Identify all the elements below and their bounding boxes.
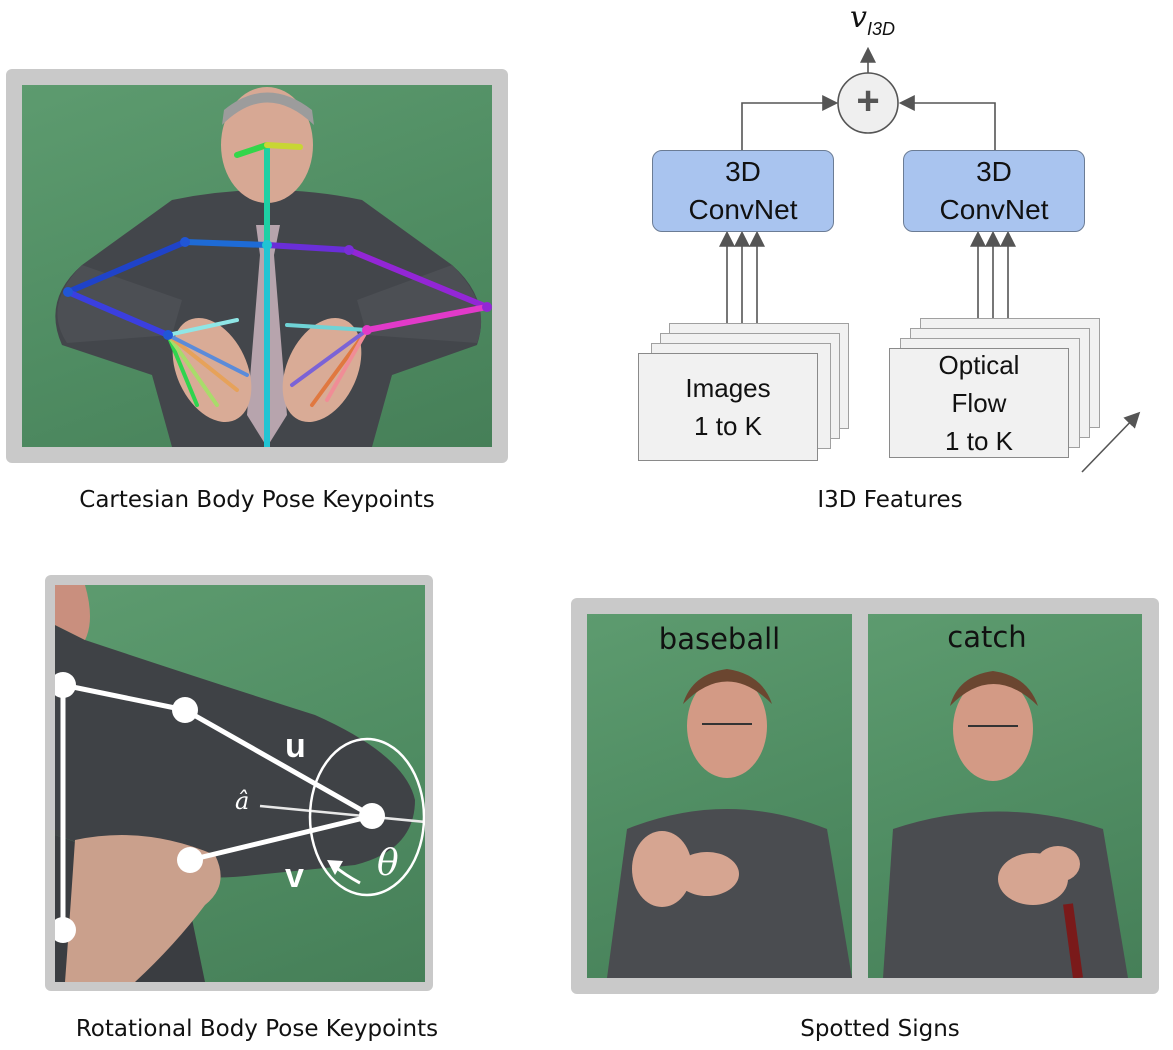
cartesian-pose-image: [22, 85, 492, 447]
sign-frame-baseball: baseball: [587, 614, 852, 978]
signer-catch-illustration: [883, 671, 1128, 978]
signer-pose-illustration: [55, 87, 492, 447]
cartesian-pose-caption: Cartesian Body Pose Keypoints: [79, 487, 435, 513]
sign-label-catch: catch: [947, 620, 1027, 654]
flow-input-line3: 1 to K: [945, 426, 1013, 456]
images-input-line2: 1 to K: [694, 411, 762, 441]
convnet-left-line2: ConvNet: [688, 194, 798, 225]
convnet-box-left: 3D ConvNet: [652, 150, 834, 232]
vector-v-label: v: [285, 857, 304, 895]
sign-frame-catch: catch: [868, 614, 1142, 978]
output-symbol: vI3D: [850, 0, 895, 39]
theta-label: θ: [377, 843, 399, 884]
i3d-caption: I3D Features: [817, 487, 963, 513]
images-input-line1: Images: [685, 373, 771, 403]
i3d-connectors: [719, 46, 1141, 473]
convnet-left-line1: 3D: [725, 156, 761, 187]
optical-flow-input-box: Optical Flow 1 to K: [889, 348, 1069, 458]
flow-input-line2: Flow: [951, 388, 1007, 418]
images-input-box: Images 1 to K: [638, 353, 818, 461]
flow-input-line1: Optical: [938, 350, 1020, 380]
sign-label-baseball: baseball: [658, 622, 781, 656]
rotational-pose-image: u v â θ: [55, 585, 425, 982]
arm-closeup-illustration: [55, 585, 425, 982]
signer-baseball-illustration: [607, 669, 852, 978]
i3d-diagram: vI3D + 3D: [600, 0, 1160, 480]
sum-node: +: [856, 79, 880, 123]
rotational-pose-caption: Rotational Body Pose Keypoints: [75, 1016, 439, 1042]
convnet-right-line1: 3D: [976, 156, 1012, 187]
vector-u-label: u: [285, 727, 306, 765]
convnet-box-right: 3D ConvNet: [903, 150, 1085, 232]
convnet-right-line2: ConvNet: [939, 194, 1049, 225]
spotted-signs-caption: Spotted Signs: [800, 1016, 960, 1042]
axis-a-hat-label: â: [235, 787, 250, 815]
